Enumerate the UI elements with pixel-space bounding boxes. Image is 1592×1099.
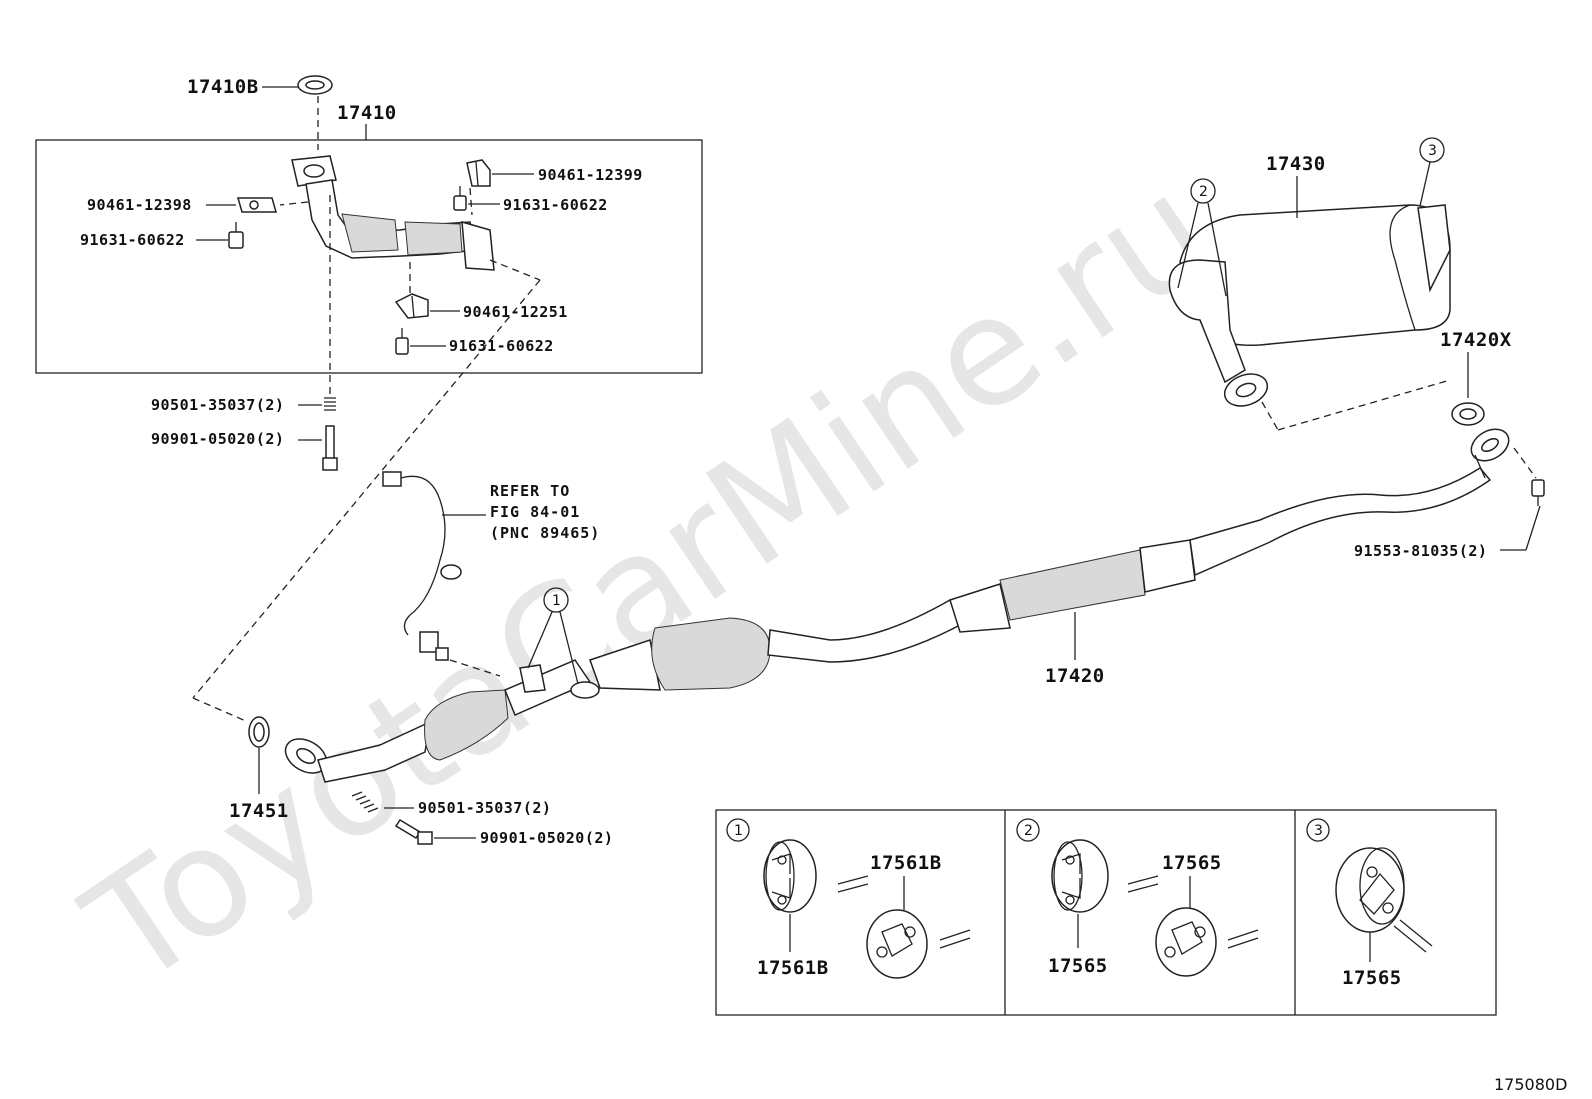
label-17565-cell3[interactable]: 17565 [1342,967,1402,989]
label-17420[interactable]: 17420 [1045,665,1105,687]
refer-note-line-3[interactable]: (PNC 89465) [490,524,600,542]
label-91553-81035[interactable]: 91553-81035(2) [1354,542,1487,560]
label-90901-05020-upper[interactable]: 90901-05020(2) [151,430,284,448]
rubber-hanger-17565-c[interactable] [1335,847,1405,933]
bolt-91631-60622-lower[interactable] [395,328,409,355]
center-pipe-17420[interactable] [279,423,1514,783]
hanger-table [715,809,1497,1016]
label-90461-12251[interactable]: 90461-12251 [463,303,568,321]
callout-3-muffler[interactable]: 3 [1419,137,1445,163]
clamp-90461-12251[interactable] [394,293,429,319]
rubber-hanger-17561B-b[interactable] [866,909,928,979]
label-17420X[interactable]: 17420X [1440,329,1512,351]
label-17410B[interactable]: 17410B [187,76,259,98]
hanger-cell-2-callout: 2 [1016,818,1040,842]
svg-text:2: 2 [1199,184,1208,200]
hanger-cell-3-callout: 3 [1306,818,1330,842]
bolt-91631-60622-left[interactable] [228,222,244,249]
spring-90501-35037-upper[interactable] [324,397,336,411]
svg-text:3: 3 [1428,143,1437,159]
bolt-91553-81035[interactable] [1531,479,1545,506]
gasket-17420X[interactable] [1451,402,1485,426]
refer-note-line-1[interactable]: REFER TO [490,482,570,500]
clamp-90461-12398[interactable] [237,197,277,213]
front-pipe-group-box [35,139,703,374]
label-90501-35037-upper[interactable]: 90501-35037(2) [151,396,284,414]
label-91631-60622-upper[interactable]: 91631-60622 [503,196,608,214]
bolt-91631-60622-upper[interactable] [453,186,467,211]
rubber-hanger-17561B-a[interactable] [763,839,817,913]
stud-bolt-90901-05020-lower[interactable] [394,818,433,845]
refer-note-line-2[interactable]: FIG 84-01 [490,503,580,521]
figure-id: 175080D [1494,1075,1567,1094]
hanger-cell-1-callout: 1 [726,818,750,842]
label-17410[interactable]: 17410 [337,102,397,124]
label-17565-top[interactable]: 17565 [1162,852,1222,874]
hanger-cell-1: 1 17561B 17561B [726,818,971,979]
label-91631-60622-left[interactable]: 91631-60622 [80,231,185,249]
label-91631-60622-lower[interactable]: 91631-60622 [449,337,554,355]
clamp-90461-12399[interactable] [466,159,491,187]
rubber-hanger-17565-b[interactable] [1155,907,1217,977]
callout-2-muffler[interactable]: 2 [1190,178,1216,204]
svg-text:1: 1 [552,593,561,609]
stud-bolt-90901-05020-upper[interactable] [322,425,338,471]
label-17561B-top[interactable]: 17561B [870,852,942,874]
label-17561B-bottom[interactable]: 17561B [757,957,829,979]
callout-1-pipe[interactable]: 1 [543,587,569,613]
rubber-hanger-17565-a[interactable] [1051,839,1109,913]
spring-90501-35037-lower[interactable] [351,791,379,813]
svg-text:1: 1 [734,823,743,839]
gasket-17451[interactable] [248,716,270,748]
oxygen-sensor[interactable] [382,471,462,661]
front-pipe-17410[interactable] [291,155,495,271]
label-90501-35037-lower[interactable]: 90501-35037(2) [418,799,551,817]
label-90461-12399[interactable]: 90461-12399 [538,166,643,184]
gasket-17410B[interactable] [297,75,333,95]
label-17451[interactable]: 17451 [229,800,289,822]
hanger-cell-3: 3 17565 [1306,818,1433,989]
label-17430[interactable]: 17430 [1266,153,1326,175]
label-17565-bottom[interactable]: 17565 [1048,955,1108,977]
hanger-cell-2: 2 17565 17565 [1016,818,1259,977]
label-90461-12398[interactable]: 90461-12398 [87,196,192,214]
label-90901-05020-lower[interactable]: 90901-05020(2) [480,829,613,847]
tail-muffler-17430[interactable] [1168,204,1451,412]
svg-text:3: 3 [1314,823,1323,839]
svg-text:2: 2 [1024,823,1033,839]
